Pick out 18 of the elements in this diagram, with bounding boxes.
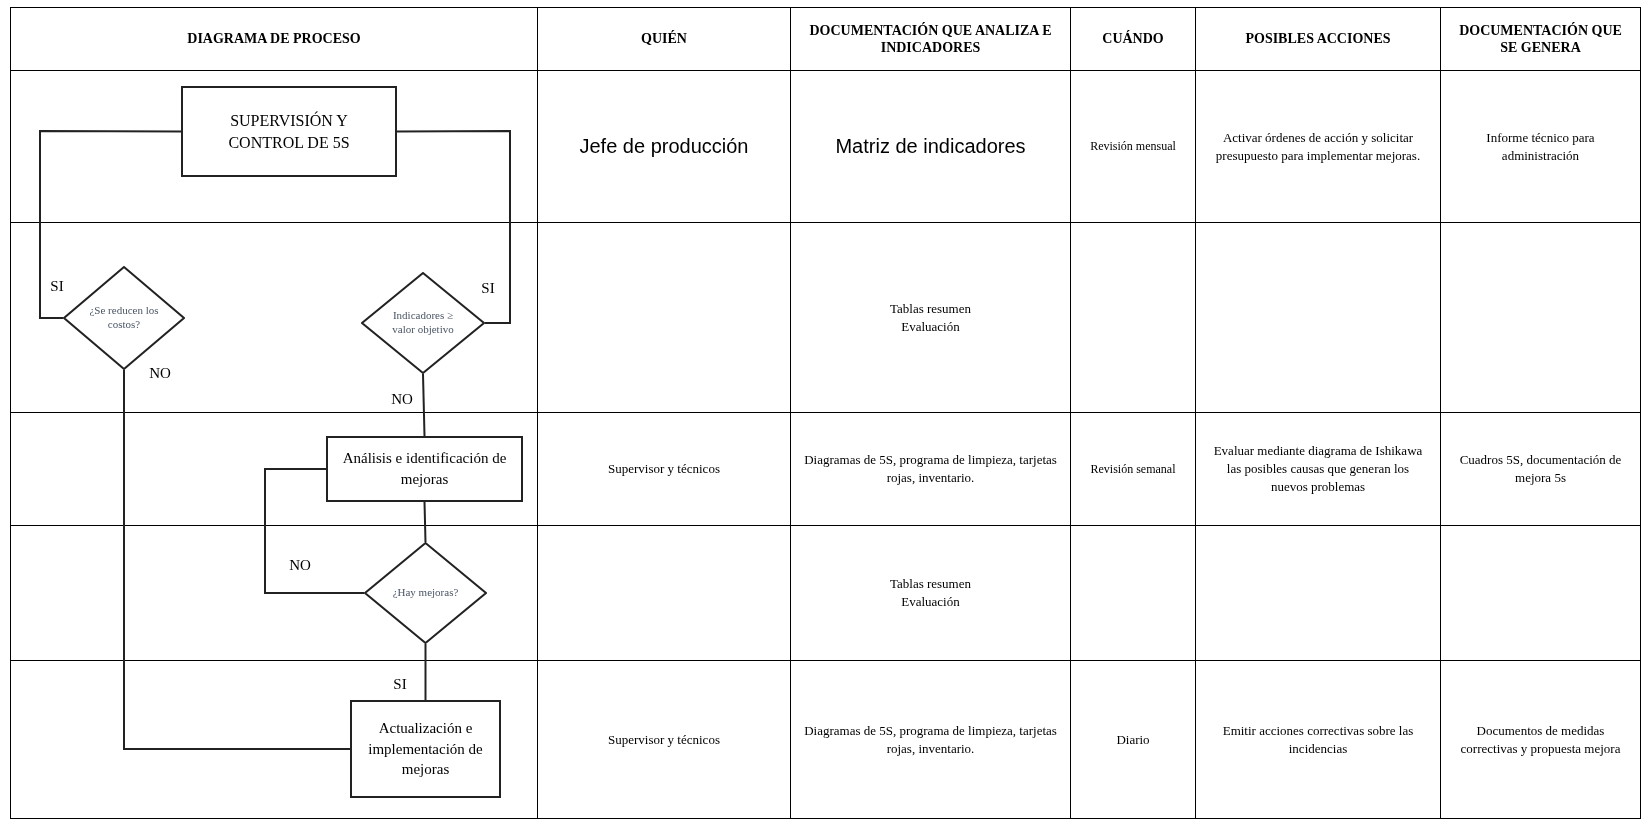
column-header: DOCUMENTACIÓN QUE SE GENERA — [1440, 7, 1641, 71]
connector-line — [264, 468, 365, 594]
connector-line — [123, 369, 351, 750]
column-header: DIAGRAMA DE PROCESO — [10, 7, 538, 71]
connector-line — [422, 373, 426, 437]
decision-diamond: ¿Hay mejoras? — [364, 542, 487, 644]
process-box: Actualización e implementación de mejoras — [350, 700, 501, 798]
table-cell: Documentos de medidas correctivas y propuesta mejora — [1440, 660, 1641, 819]
edge-label: SI — [391, 676, 409, 692]
process-box: Análisis e identificación de mejoras — [326, 436, 523, 502]
connector-line — [396, 130, 511, 324]
edge-label: SI — [48, 278, 66, 294]
connector-line — [39, 130, 182, 319]
edge-label: NO — [287, 557, 313, 573]
connector-line — [424, 643, 427, 701]
edge-label: NO — [389, 391, 415, 407]
process-box: SUPERVISIÓN Y CONTROL DE 5S — [181, 86, 397, 177]
connector-line — [423, 501, 427, 543]
